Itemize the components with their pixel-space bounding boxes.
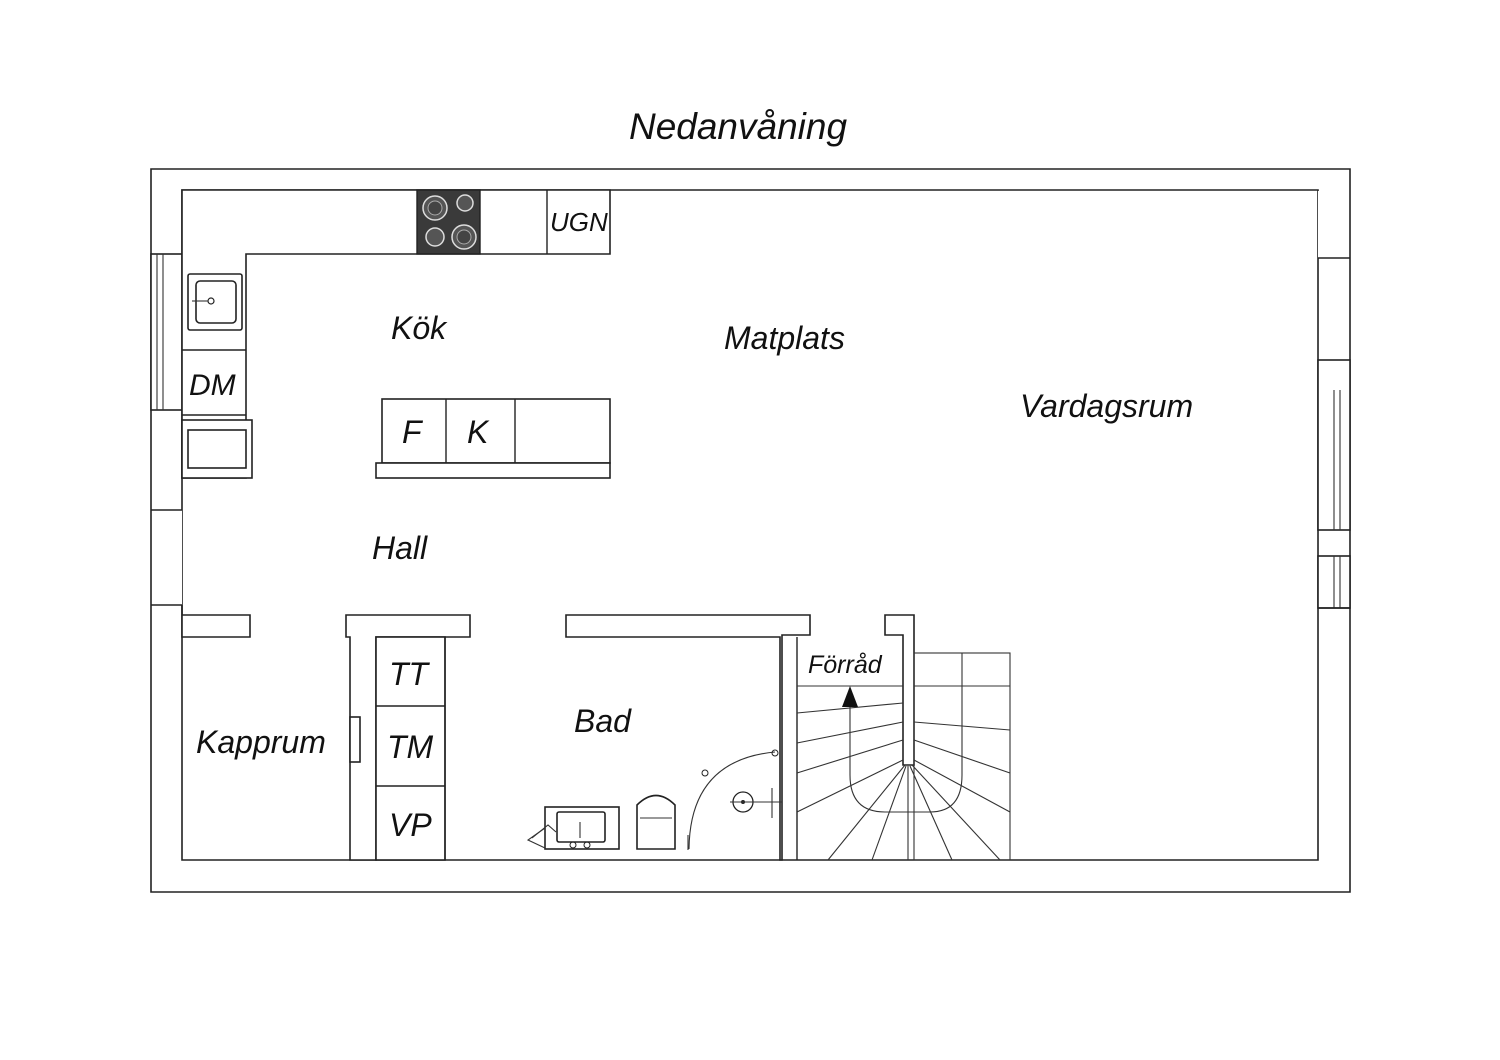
label-forrad: Förråd — [808, 651, 883, 679]
window-left — [150, 253, 183, 411]
label-tm: TM — [387, 729, 434, 765]
floor-title: Nedanvåning — [628, 106, 848, 147]
staircase — [796, 652, 1011, 861]
interior-walls — [181, 605, 915, 861]
label-kok: Kök — [391, 310, 448, 346]
label-k: K — [467, 414, 490, 450]
bathroom-fixtures — [526, 749, 782, 850]
label-vardagsrum: Vardagsrum — [1020, 388, 1193, 424]
label-dm: DM — [189, 369, 236, 402]
kitchen-sink-icon — [187, 273, 243, 331]
outer-walls — [150, 168, 1351, 893]
label-tt: TT — [389, 656, 431, 692]
label-ugn: UGN — [550, 207, 608, 237]
stair-arrow-icon — [842, 686, 858, 707]
label-bad: Bad — [574, 703, 632, 739]
fixture-labels: UGN DM F K TT TM VP — [189, 207, 608, 843]
label-matplats: Matplats — [724, 320, 845, 356]
stove-icon — [416, 189, 481, 255]
label-vp: VP — [389, 807, 432, 843]
label-hall: Hall — [372, 530, 428, 566]
label-kapprum: Kapprum — [196, 724, 326, 760]
kitchen-counter — [181, 189, 611, 479]
room-labels: Kök Matplats Vardagsrum Hall Kapprum Bad… — [196, 310, 1193, 760]
kitchen-island — [375, 398, 611, 479]
label-f: F — [402, 414, 424, 450]
